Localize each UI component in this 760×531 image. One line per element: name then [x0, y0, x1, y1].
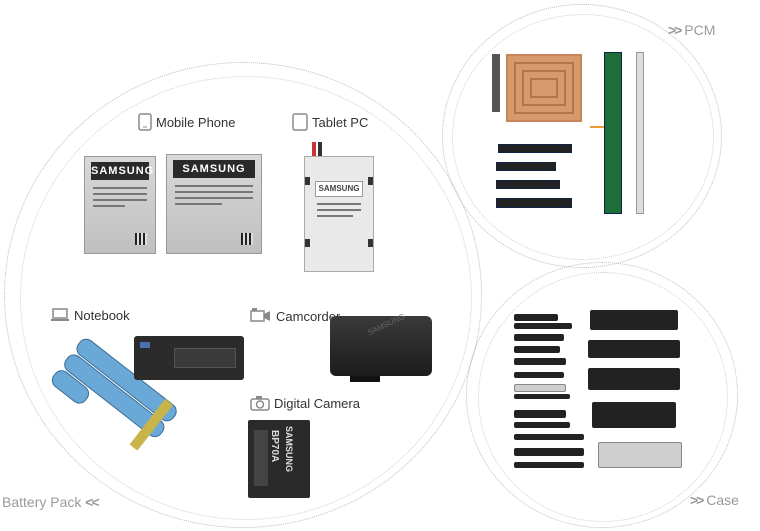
- case-strip-12: [514, 448, 584, 456]
- digital-camera-label[interactable]: Digital Camera: [250, 395, 360, 414]
- notebook-cell-pack: [50, 330, 180, 451]
- case-laptop-4: [592, 402, 676, 428]
- pcm-small-board-4: [496, 198, 572, 208]
- pcm-orange-wire: [590, 126, 604, 128]
- battery-pack-label[interactable]: Battery Pack <<: [2, 494, 100, 510]
- camera-icon: [250, 395, 270, 414]
- battery-pack-inner-circle: [20, 76, 472, 520]
- case-laptop-2: [588, 340, 680, 358]
- case-strip-7: [514, 384, 566, 392]
- case-laptop-3: [588, 368, 680, 390]
- notebook-icon: [50, 307, 70, 326]
- case-laptop-1: [590, 310, 678, 330]
- tablet-battery: SAMSUNG: [304, 142, 374, 272]
- camcorder-label[interactable]: Camcorder: [250, 307, 340, 328]
- pcm-inner-circle: [452, 14, 714, 260]
- notebook-label[interactable]: Notebook: [50, 307, 130, 326]
- case-strip-1: [514, 314, 558, 321]
- mobile-phone-icon: [138, 113, 152, 134]
- case-label[interactable]: >> Case: [690, 492, 739, 508]
- pcm-long-board: [604, 52, 622, 214]
- case-inner-circle: [478, 272, 728, 522]
- pcm-coil-board: [506, 54, 582, 122]
- battery-pack-circle: [4, 62, 482, 528]
- notebook-battery: [134, 336, 244, 380]
- case-strip-11: [514, 434, 584, 440]
- case-strip-9: [514, 410, 566, 418]
- camcorder-battery: SAMSUNG: [330, 312, 432, 382]
- case-strip-6: [514, 372, 564, 378]
- case-strip-5: [514, 358, 566, 365]
- pcm-small-board-3: [496, 180, 560, 189]
- case-circle: [466, 262, 738, 528]
- pcm-small-board-2: [496, 162, 556, 171]
- camcorder-icon: [250, 307, 272, 328]
- case-strip-4: [514, 346, 560, 353]
- pcm-small-board-1: [498, 144, 572, 153]
- mobile-phone-battery-1: SAMSUNG: [84, 156, 156, 254]
- pcm-flex-cable: [492, 54, 500, 112]
- case-strip-10: [514, 422, 570, 428]
- tablet-icon: [292, 113, 308, 134]
- digital-camera-battery: SAMSUNG BP70A: [248, 420, 310, 498]
- pcm-label[interactable]: >> PCM: [668, 22, 716, 38]
- case-laptop-5: [598, 442, 682, 468]
- mobile-phone-battery-2: SAMSUNG: [166, 154, 262, 254]
- tablet-pc-label[interactable]: Tablet PC: [292, 113, 368, 134]
- case-strip-3: [514, 334, 564, 341]
- case-strip-8: [514, 394, 570, 399]
- pcm-thin-board: [636, 52, 644, 214]
- mobile-phone-label[interactable]: Mobile Phone: [138, 113, 236, 134]
- case-strip-13: [514, 462, 584, 468]
- case-strip-2: [514, 323, 572, 329]
